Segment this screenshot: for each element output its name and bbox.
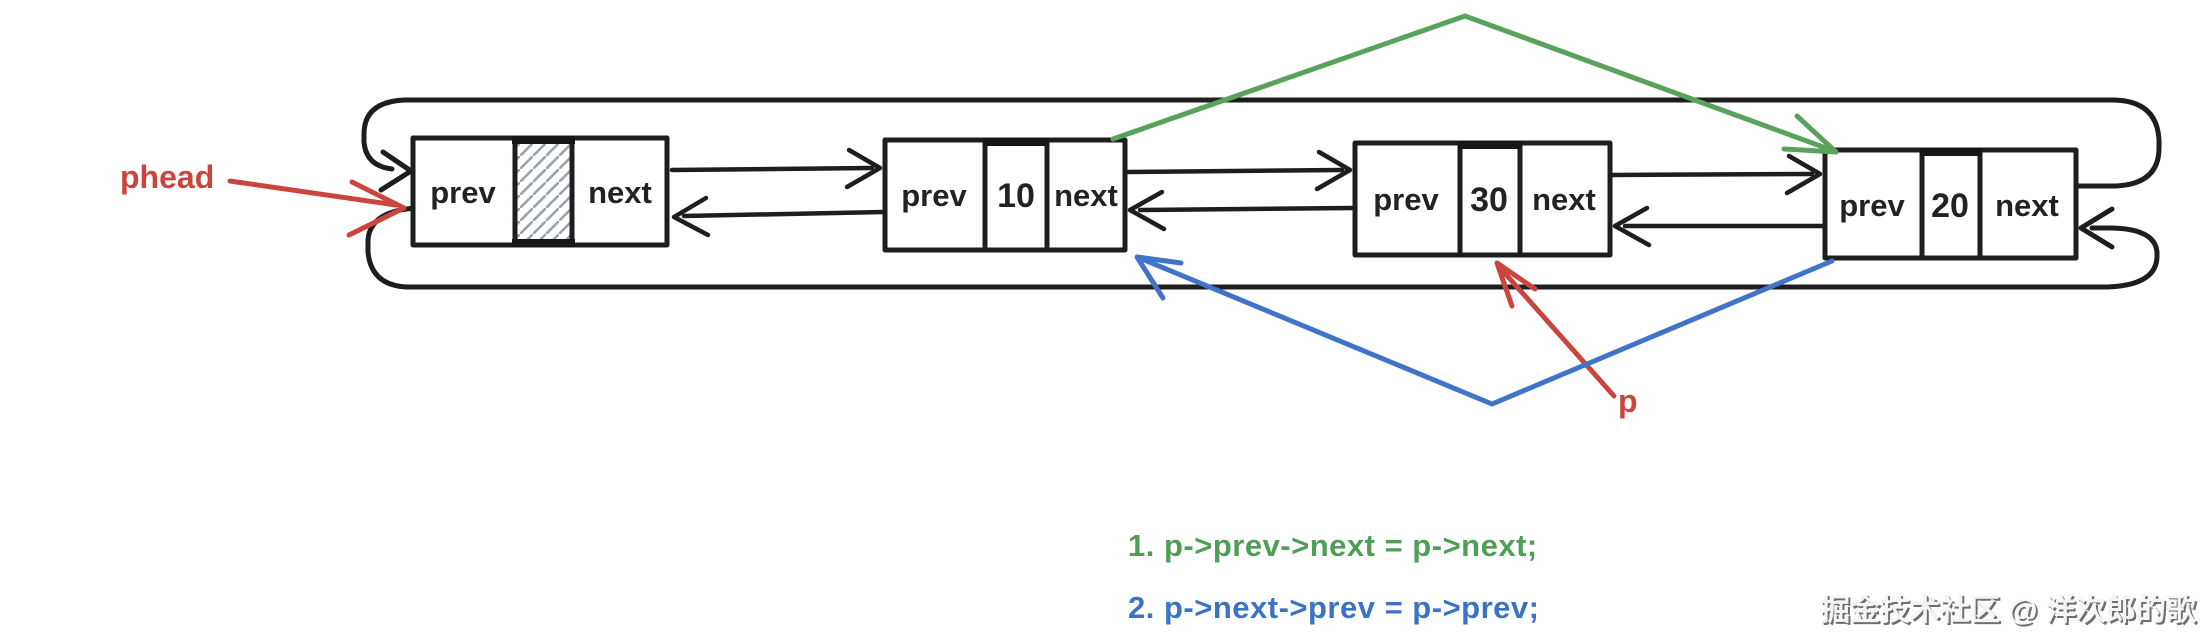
next-cell-label: next	[1054, 178, 1118, 213]
prev-cell-label: prev	[430, 175, 496, 210]
arrow-shaft	[669, 165, 875, 173]
green-arrowhead-icon	[1781, 113, 1839, 155]
next-cell-label: next	[1995, 188, 2059, 223]
phead-pointer: phead	[120, 159, 407, 238]
circular-link-top-arrowhead-icon	[378, 149, 414, 193]
prev-cell-label: prev	[1373, 182, 1439, 217]
list-node-20: prev 20 next	[1822, 147, 2079, 261]
next-arrow-node1-node2	[669, 147, 883, 190]
phead-label: phead	[120, 159, 214, 195]
list-node-10: prev 10 next	[882, 137, 1128, 253]
value-cell: 20	[1931, 187, 1969, 225]
arrow-shaft	[1609, 171, 1815, 178]
watermark-shadow-text: 掘金技术社区 @ 洋次郎的歌	[1822, 595, 2199, 629]
circular-link-bottom-arrowhead-icon	[2078, 206, 2115, 250]
next-cell-label: next	[588, 175, 652, 210]
watermark: 掘金技术社区 @ 洋次郎的歌 掘金技术社区 @ 洋次郎的歌	[1820, 593, 2199, 629]
value-cell: 10	[997, 177, 1035, 215]
arrowhead-icon	[1612, 205, 1652, 248]
p-arrow-shaft	[1499, 267, 1617, 399]
prev-arrow-node3-node2	[1127, 189, 1356, 232]
arrowhead-icon	[1127, 189, 1167, 232]
green-arrow-shaft	[1110, 13, 1837, 154]
next-cell-label: next	[1532, 182, 1596, 217]
arrowhead-icon	[1784, 153, 1823, 196]
arrowhead-icon	[671, 195, 711, 238]
blue-arrow-shaft	[1139, 256, 1835, 407]
node-box	[882, 137, 1128, 253]
relink-prev-arrow-blue	[1134, 254, 1835, 407]
p-arrowhead-icon	[1494, 260, 1538, 309]
watermark-text: 掘金技术社区 @ 洋次郎的歌	[1820, 593, 2197, 627]
phead-arrow-shaft	[227, 178, 399, 208]
arrow-shaft	[1124, 167, 1345, 175]
node-box	[1822, 147, 2079, 261]
arrow-shaft	[1137, 205, 1356, 213]
p-pointer: p	[1494, 260, 1638, 419]
arrowhead-icon	[1314, 149, 1353, 192]
arrow-shaft	[681, 209, 887, 219]
prev-arrow-node4-node3	[1612, 205, 1826, 248]
operation-line-1: 1. p->prev->next = p->next;	[1128, 528, 1538, 563]
prev-cell-label: prev	[901, 178, 967, 213]
prev-cell-label: prev	[1839, 188, 1905, 223]
value-cell: 30	[1470, 181, 1508, 219]
p-label: p	[1618, 383, 1638, 419]
next-arrow-node3-node4	[1609, 153, 1823, 196]
next-arrow-node2-node3	[1124, 149, 1353, 192]
prev-arrow-node2-node1	[671, 195, 887, 238]
operation-line-2: 2. p->next->prev = p->prev;	[1128, 590, 1539, 625]
blue-arrowhead-icon	[1134, 254, 1184, 301]
hatched-value-cell	[515, 140, 572, 243]
relink-next-arrow-green	[1110, 13, 1839, 155]
arrowhead-icon	[844, 147, 883, 190]
circular-link-top-path	[361, 97, 2162, 189]
phead-arrowhead-icon	[346, 179, 407, 238]
circular-link-bottom-path	[365, 205, 2160, 290]
list-node-30: prev 30 next	[1352, 140, 1613, 258]
node-box	[1352, 140, 1613, 258]
list-node-head: prev next	[410, 135, 670, 248]
